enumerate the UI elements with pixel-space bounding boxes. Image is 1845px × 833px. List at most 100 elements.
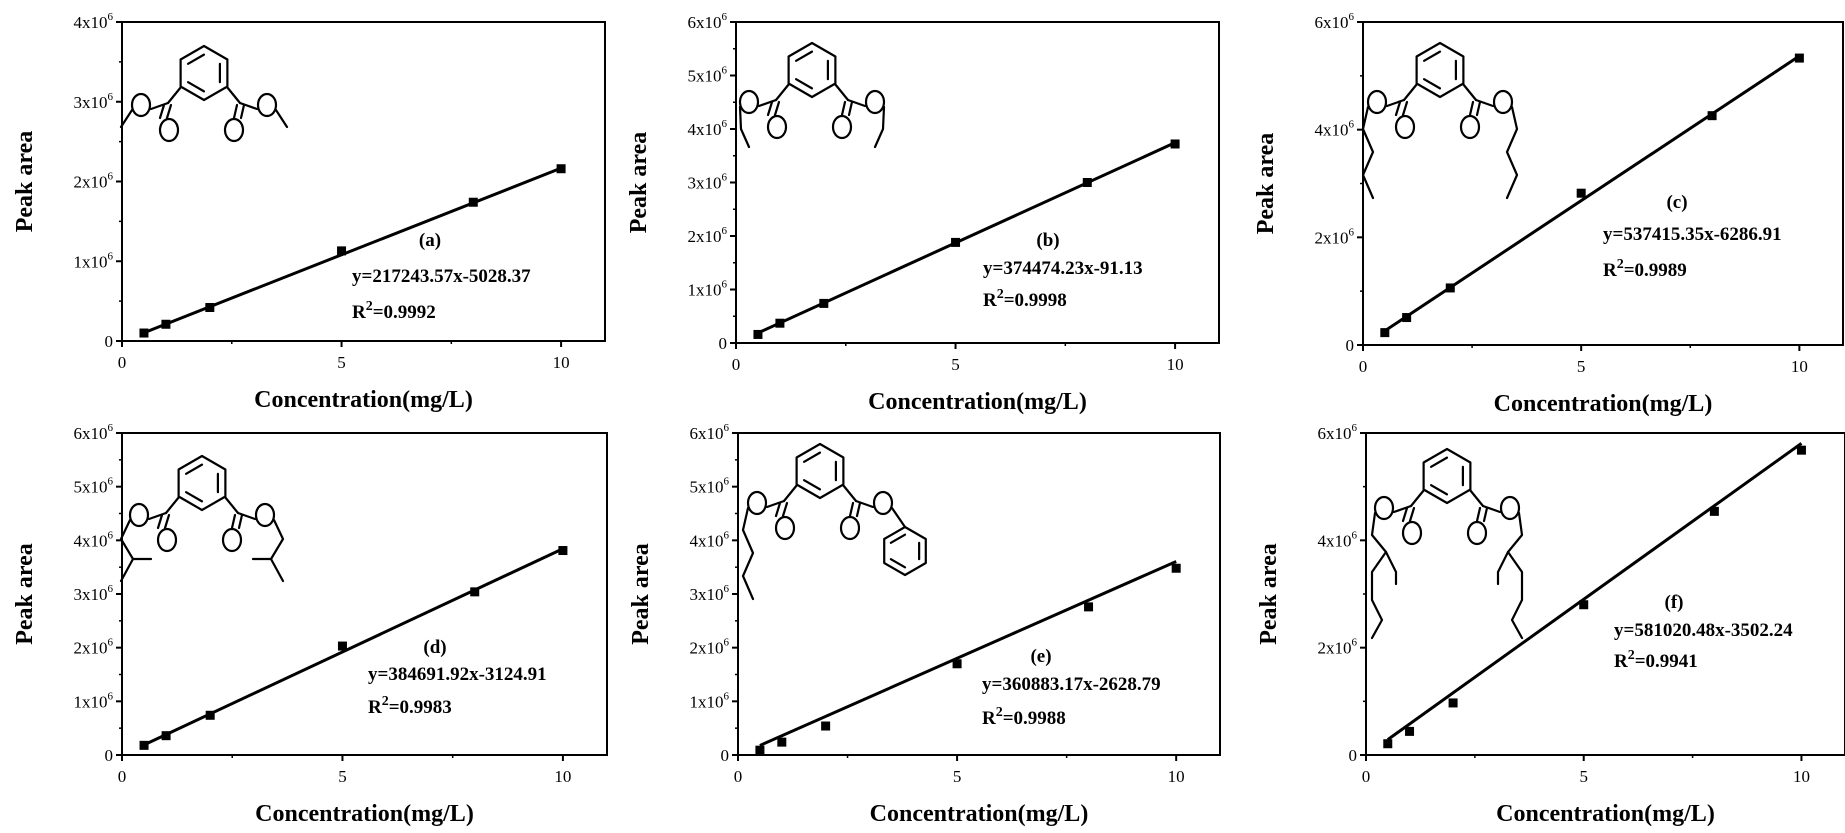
data-point bbox=[775, 318, 785, 328]
y-tick-label: 6x106 bbox=[688, 11, 728, 32]
data-point bbox=[161, 319, 171, 329]
data-point bbox=[1084, 602, 1094, 612]
data-point bbox=[755, 745, 765, 755]
data-point bbox=[1383, 739, 1393, 749]
regression-equation: y=217243.57x-5028.37 bbox=[352, 266, 531, 287]
y-axis-label: Peak area bbox=[1256, 543, 1282, 645]
data-point bbox=[777, 737, 787, 747]
y-tick-label: 4x106 bbox=[74, 11, 114, 32]
data-point bbox=[1707, 111, 1717, 121]
x-tick-label: 0 bbox=[732, 355, 741, 374]
data-point bbox=[337, 641, 347, 651]
x-tick-label: 5 bbox=[953, 767, 962, 786]
data-point bbox=[161, 731, 171, 741]
x-axis-label: Concentration(mg/L) bbox=[1494, 391, 1713, 417]
y-tick-label: 1x106 bbox=[690, 690, 730, 711]
x-axis-label: Concentration(mg/L) bbox=[870, 801, 1089, 827]
x-tick-label: 10 bbox=[1168, 767, 1185, 786]
x-tick-label: 10 bbox=[1791, 357, 1808, 376]
panel-label: (f) bbox=[1665, 592, 1684, 613]
y-tick-label: 5x106 bbox=[74, 476, 114, 497]
x-tick-label: 5 bbox=[338, 767, 347, 786]
x-tick-label: 10 bbox=[1793, 767, 1810, 786]
regression-equation: y=374474.23x-91.13 bbox=[983, 258, 1143, 279]
y-tick-label: 2x106 bbox=[690, 637, 730, 658]
y-axis-label: Peak area bbox=[628, 543, 654, 645]
y-tick-label: 2x106 bbox=[74, 637, 114, 658]
panel-label: (e) bbox=[1030, 646, 1051, 667]
x-tick-label: 5 bbox=[951, 355, 960, 374]
y-tick-label: 0 bbox=[721, 746, 730, 765]
data-point bbox=[556, 164, 566, 174]
data-point bbox=[1170, 139, 1180, 149]
y-axis-label: Peak area bbox=[1253, 133, 1279, 235]
y-tick-label: 5x106 bbox=[690, 476, 730, 497]
y-tick-label: 2x106 bbox=[1318, 637, 1358, 658]
y-tick-label: 1x106 bbox=[688, 279, 728, 300]
data-point bbox=[205, 303, 215, 313]
x-tick-label: 5 bbox=[1579, 767, 1588, 786]
fit-line bbox=[759, 560, 1177, 747]
y-tick-label: 4x106 bbox=[688, 118, 728, 139]
panel-label: (a) bbox=[419, 230, 441, 251]
x-tick-label: 5 bbox=[1577, 357, 1586, 376]
x-tick-label: 0 bbox=[1362, 767, 1371, 786]
y-tick-label: 0 bbox=[105, 746, 114, 765]
data-point bbox=[753, 329, 763, 339]
y-tick-label: 2x106 bbox=[688, 225, 728, 246]
y-axis-label: Peak area bbox=[12, 131, 38, 233]
regression-equation: y=360883.17x-2628.79 bbox=[982, 674, 1161, 695]
r-squared: R2=0.9941 bbox=[1614, 648, 1698, 672]
r-squared: R2=0.9998 bbox=[983, 287, 1067, 311]
y-tick-label: 4x106 bbox=[1318, 529, 1358, 550]
data-point bbox=[952, 659, 962, 669]
x-tick-label: 5 bbox=[337, 353, 346, 372]
data-point bbox=[1171, 563, 1181, 573]
r-squared: R2=0.9983 bbox=[368, 694, 452, 718]
regression-equation: y=537415.35x-6286.91 bbox=[1603, 224, 1782, 245]
y-tick-label: 4x106 bbox=[1315, 119, 1355, 140]
x-axis-label: Concentration(mg/L) bbox=[254, 387, 473, 413]
y-tick-label: 0 bbox=[1346, 336, 1355, 355]
r-squared: R2=0.9988 bbox=[982, 705, 1066, 729]
data-point bbox=[821, 721, 831, 731]
panel-label: (b) bbox=[1036, 230, 1059, 251]
y-tick-label: 0 bbox=[105, 332, 114, 351]
plot-frame bbox=[737, 432, 1221, 756]
panel-label: (c) bbox=[1666, 192, 1687, 213]
molecule-structure-dimethyl bbox=[119, 44, 289, 143]
data-point bbox=[1445, 283, 1455, 293]
plot-frame bbox=[121, 21, 606, 342]
data-point bbox=[205, 710, 215, 720]
data-point bbox=[1082, 178, 1092, 187]
x-tick-label: 10 bbox=[1167, 355, 1184, 374]
x-tick-label: 10 bbox=[554, 767, 571, 786]
data-point bbox=[337, 246, 347, 256]
x-tick-label: 0 bbox=[118, 353, 127, 372]
data-point bbox=[1402, 313, 1412, 323]
data-point bbox=[558, 546, 568, 556]
y-tick-label: 2x106 bbox=[74, 171, 114, 192]
y-tick-label: 5x106 bbox=[688, 65, 728, 86]
molecule-structure-diethylhexyl bbox=[1370, 447, 1524, 640]
data-point bbox=[1709, 506, 1719, 516]
x-tick-label: 0 bbox=[734, 767, 743, 786]
data-point bbox=[819, 298, 829, 308]
data-point bbox=[139, 740, 149, 750]
r-squared: R2=0.9992 bbox=[352, 299, 436, 323]
x-tick-label: 10 bbox=[553, 353, 570, 372]
data-point bbox=[468, 197, 478, 207]
y-tick-label: 3x106 bbox=[74, 91, 114, 112]
y-tick-label: 6x106 bbox=[1315, 11, 1355, 32]
data-point bbox=[1448, 698, 1458, 708]
y-tick-label: 3x106 bbox=[74, 583, 114, 604]
fit-line bbox=[1386, 442, 1803, 741]
y-tick-label: 3x106 bbox=[688, 172, 728, 193]
data-point bbox=[951, 237, 961, 247]
y-tick-label: 6x106 bbox=[74, 422, 114, 443]
